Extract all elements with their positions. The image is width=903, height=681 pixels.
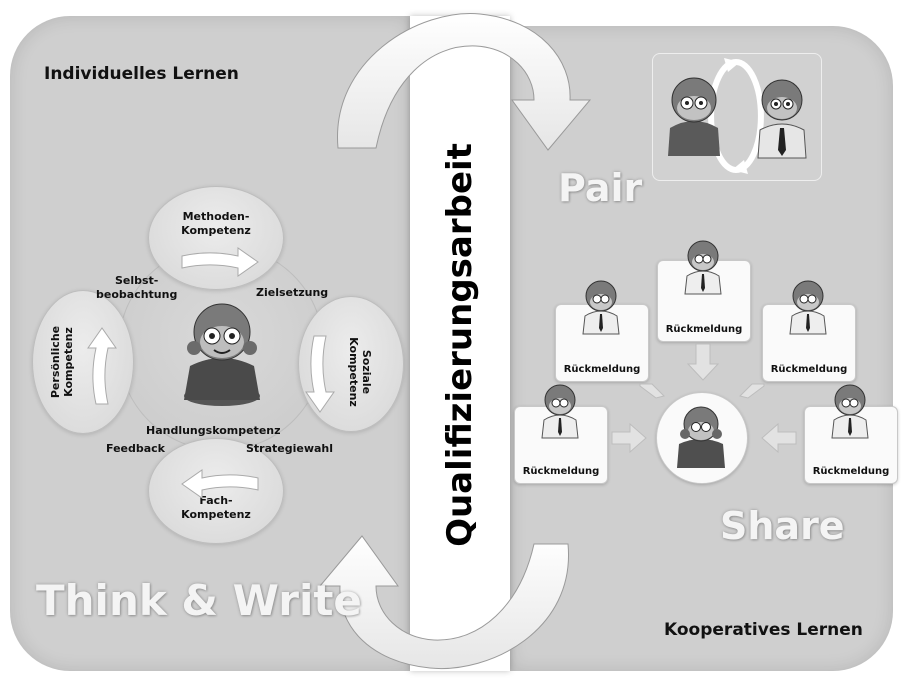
male-figure-icon [541,384,579,439]
male-figure-icon [831,384,869,439]
strategy-label: Strategiewahl [246,442,334,455]
self-observation-label-1: Selbst- [114,274,159,287]
pair-exchange-arrows-icon [708,58,764,174]
feedback-card-lower-left-label: Rückmeldung [522,466,600,477]
receiver-female-figure [677,406,725,468]
feedback-label: Feedback [106,442,165,455]
share-label: Share [720,504,845,548]
individual-learning-heading: Individuelles Lernen [44,64,239,84]
feedback-card-upper-left-label: Rückmeldung [563,364,641,375]
personal-competence-bubble [32,290,134,434]
male-figure-icon [789,280,827,335]
subject-competence-label-1: Fach- [199,494,233,507]
method-competence-label-2: Kompetenz [181,224,251,237]
feedback-card-top-label: Rückmeldung [665,324,743,335]
feedback-card-upper-right-label: Rückmeldung [770,364,848,375]
male-figure-icon [684,240,722,295]
feedback-card-lower-right-label: Rückmeldung [812,466,890,477]
subject-competence-label-2: Kompetenz [181,508,251,521]
female-learner-figure [184,303,260,406]
cooperative-learning-heading: Kooperatives Lernen [664,620,863,640]
subject-arrow-icon [181,469,259,499]
method-competence-label-1: Methoden- [182,210,250,223]
method-arrow-icon [181,247,259,277]
method-competence-bubble: Methoden- Kompetenz [148,186,284,290]
action-competence-label: Handlungskompetenz [146,424,281,437]
self-observation-label: Selbst- beobachtung [96,274,177,302]
subject-competence-bubble: Fach- Kompetenz [148,438,284,544]
goal-setting-label: Zielsetzung [256,286,329,299]
pair-label: Pair [558,166,643,210]
pair-female-figure [668,77,720,156]
social-arrow-icon [305,335,335,413]
male-figure-icon [582,280,620,335]
think-write-label: Think & Write [36,576,362,625]
personal-arrow-icon [87,327,117,405]
pair-male-figure [757,79,807,159]
self-observation-label-2: beobachtung [96,288,178,301]
center-strip [410,16,510,671]
